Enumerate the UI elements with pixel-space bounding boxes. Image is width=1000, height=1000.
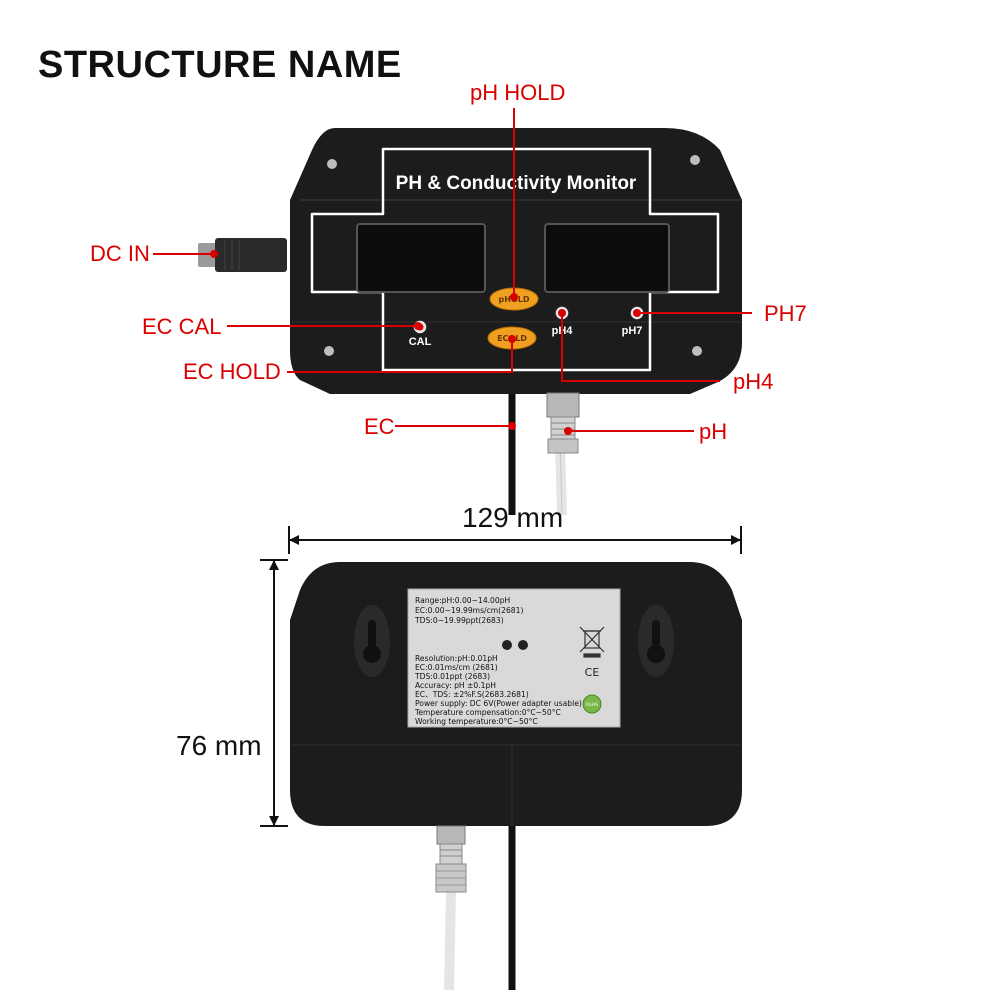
rohs-badge: RoHS (582, 694, 602, 714)
spec-line: Accuracy: pH ±0.1pH (415, 681, 496, 690)
spec-line: EC、TDS: ±2%F.S(2683.2681) (415, 690, 529, 699)
back-cable-white (444, 891, 456, 991)
cal-label: CAL (409, 336, 432, 348)
ce-mark: CE (585, 666, 600, 679)
callout-lines (153, 108, 752, 432)
callout-dc-in: DC IN (90, 241, 150, 266)
screw-icons (324, 155, 702, 356)
keyhole-mount-right (638, 605, 674, 677)
page-heading: STRUCTURE NAME (38, 44, 402, 86)
spec-line: EC:0.00~19.99ms/cm(2681) (415, 606, 523, 615)
callout-ec-cal: EC CAL (142, 314, 222, 339)
label-hole (502, 640, 512, 650)
bnc-connector (546, 392, 580, 454)
callout-ec-hold: EC HOLD (183, 359, 281, 384)
device-title: PH & Conductivity Monitor (396, 173, 637, 194)
back-view-device: Range:pH:0.00~14.00pH EC:0.00~19.99ms/cm… (290, 562, 742, 991)
spec-line: Range:pH:0.00~14.00pH (415, 596, 510, 605)
weee-bin-icon (579, 626, 605, 658)
spec-line: Power supply: DC 6V(Power adapter usable… (415, 699, 582, 708)
callout-ec: EC (364, 414, 395, 439)
spec-line: Working temperature:0°C~50°C (415, 717, 538, 726)
device-housing (290, 128, 742, 394)
back-bnc-connector (435, 825, 467, 893)
dimension-height-label: 76 mm (176, 730, 262, 761)
spec-line: EC:0.01ms/cm (2681) (415, 663, 498, 672)
label-hole (518, 640, 528, 650)
callout-ph: pH (699, 419, 728, 444)
svg-text:RoHS: RoHS (586, 702, 598, 708)
faceplate-outline (310, 147, 720, 372)
dimension-width-label: 129 mm (462, 502, 564, 533)
spec-line: Temperature compensation:0°C~50°C (414, 708, 561, 717)
keyhole-mount-left (354, 605, 390, 677)
callout-dots (210, 250, 641, 435)
ph7-label: pH7 (622, 325, 643, 337)
callout-ph7: PH7 (764, 301, 807, 326)
dimension-arrows (269, 535, 741, 826)
callout-ph-hold: pH HOLD (470, 80, 566, 105)
callout-ph4: pH4 (733, 369, 774, 394)
ph-display (544, 223, 670, 293)
spec-line: TDS:0.01ppt (2683) (414, 672, 490, 681)
front-view-device: PH & Conductivity Monitor pHOLD ECOLD CA… (198, 128, 742, 516)
spec-line: Resolution:pH:0.01pH (415, 654, 498, 663)
spec-line: TDS:0~19.99ppt(2683) (414, 616, 504, 625)
ec-display (356, 223, 486, 293)
